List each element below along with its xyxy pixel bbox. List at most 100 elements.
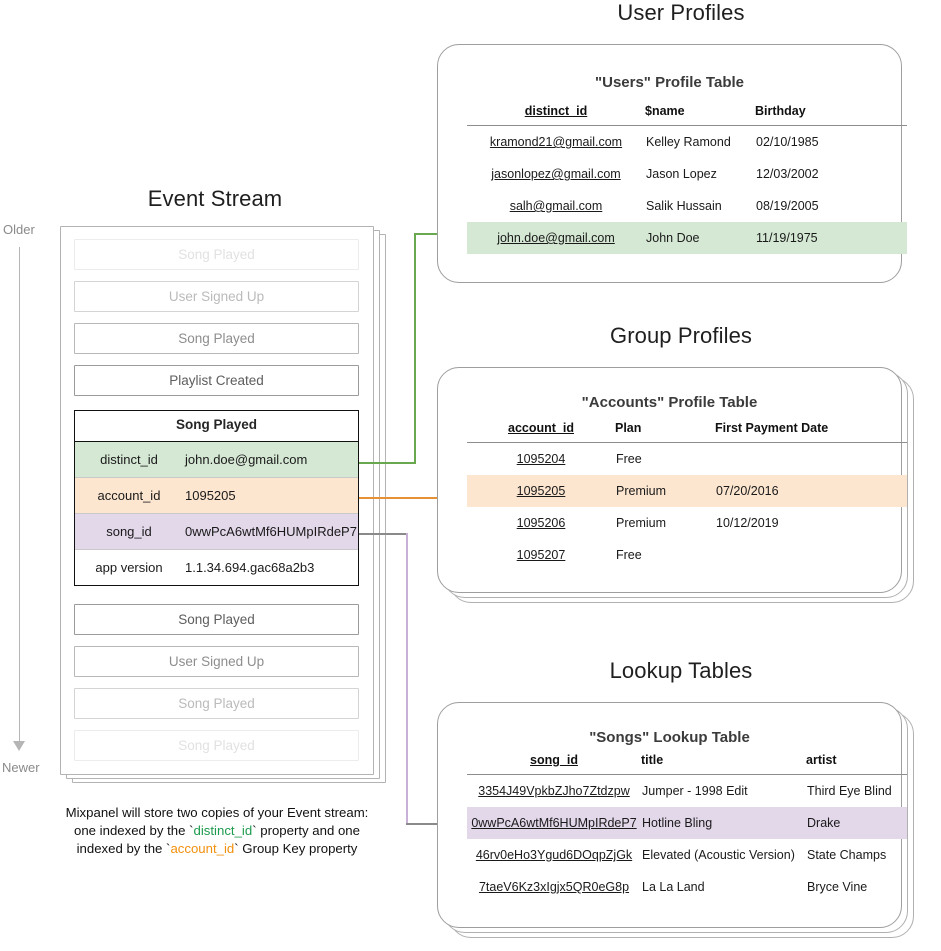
songs-table-title: "Songs" Lookup Table bbox=[589, 729, 750, 746]
cell-artist: Third Eye Blind bbox=[807, 784, 892, 798]
expanded-event-card[interactable]: Song Played distinct_id john.doe@gmail.c… bbox=[74, 410, 359, 586]
table-row[interactable]: salh@gmail.com Salik Hussain 08/19/2005 bbox=[467, 190, 907, 222]
event-property-account-id: account_id 1095205 bbox=[75, 478, 358, 514]
list-item[interactable]: Song Played bbox=[74, 323, 359, 354]
property-key: song_id bbox=[106, 524, 152, 539]
table-header-row: account_id Plan First Payment Date bbox=[467, 421, 907, 443]
caption-line-2b: ` property and one bbox=[252, 823, 360, 838]
cell-birthday: 08/19/2005 bbox=[756, 199, 819, 213]
caption-line-3b: ` Group Key property bbox=[234, 841, 358, 856]
caption-line-3a: indexed by the ` bbox=[76, 841, 171, 856]
cell-song-id: 46rv0eHo3Ygud6DOqpZjGk bbox=[475, 848, 633, 862]
list-item[interactable]: Song Played bbox=[74, 604, 359, 635]
cell-birthday: 12/03/2002 bbox=[756, 167, 819, 181]
list-item[interactable]: User Signed Up bbox=[74, 281, 359, 312]
table-header-row: distinct_id $name Birthday bbox=[467, 104, 907, 126]
table-row[interactable]: jasonlopez@gmail.com Jason Lopez 12/03/2… bbox=[467, 158, 907, 190]
event-property-distinct-id: distinct_id john.doe@gmail.com bbox=[75, 442, 358, 478]
property-key: distinct_id bbox=[100, 452, 158, 467]
cell-birthday: 02/10/1985 bbox=[756, 135, 819, 149]
table-row[interactable]: 46rv0eHo3Ygud6DOqpZjGk Elevated (Acousti… bbox=[467, 839, 907, 871]
table-row[interactable]: kramond21@gmail.com Kelley Ramond 02/10/… bbox=[467, 126, 907, 159]
cell-distinct-id: john.doe@gmail.com bbox=[467, 222, 645, 254]
list-item[interactable]: Song Played bbox=[74, 239, 359, 270]
user-profiles-title: User Profiles bbox=[617, 0, 745, 25]
table-row-highlighted[interactable]: john.doe@gmail.com John Doe 11/19/1975 bbox=[467, 222, 907, 254]
cell-plan: Premium bbox=[615, 475, 715, 507]
caption-line-1: Mixpanel will store two copies of your E… bbox=[65, 805, 369, 820]
cell-name: Salik Hussain bbox=[646, 199, 722, 213]
cell-first-payment-date: 07/20/2016 bbox=[715, 475, 907, 507]
connector-song-id-segment-h1 bbox=[359, 533, 407, 535]
axis-label-newer: Newer bbox=[2, 760, 40, 775]
cell-plan: Free bbox=[616, 548, 642, 562]
cell-account-id: 1095207 bbox=[516, 548, 566, 562]
table-row[interactable]: 1095207 Free bbox=[467, 539, 907, 571]
table-row[interactable]: 7taeV6Kz3xIgjx5QR0eG8p La La Land Bryce … bbox=[467, 871, 907, 903]
column-header-first-payment-date: First Payment Date bbox=[715, 421, 907, 443]
cell-first-payment-date bbox=[715, 443, 907, 476]
expanded-event-header: Song Played bbox=[75, 411, 358, 442]
event-property-app-version: app version 1.1.34.694.gac68a2b3 bbox=[75, 550, 358, 585]
cell-artist: Drake bbox=[806, 807, 907, 839]
time-axis-arrow-icon bbox=[13, 741, 25, 751]
connector-account-id-segment bbox=[359, 497, 454, 499]
caption-text: Mixpanel will store two copies of your E… bbox=[42, 804, 392, 858]
connector-song-id-segment-h2 bbox=[406, 823, 454, 825]
event-list-newer: Song Played User Signed Up Song Played S… bbox=[74, 604, 359, 772]
cell-plan: Premium bbox=[616, 516, 667, 530]
accounts-profile-table: account_id Plan First Payment Date 10952… bbox=[467, 421, 907, 571]
cell-artist: State Champs bbox=[807, 848, 887, 862]
caption-line-2a: one indexed by the ` bbox=[74, 823, 194, 838]
column-header-account-id: account_id bbox=[467, 421, 615, 443]
column-header-name: $name bbox=[645, 104, 755, 126]
cell-first-payment-date: 10/12/2019 bbox=[716, 516, 779, 530]
cell-title: Jumper - 1998 Edit bbox=[642, 784, 748, 798]
cell-song-id: 3354J49VpkbZJho7Ztdzpw bbox=[478, 784, 630, 798]
cell-name: Kelley Ramond bbox=[646, 135, 731, 149]
users-table-title: "Users" Profile Table bbox=[595, 74, 744, 91]
column-header-plan: Plan bbox=[615, 421, 715, 443]
list-item[interactable]: User Signed Up bbox=[74, 646, 359, 677]
list-item[interactable]: Song Played bbox=[74, 688, 359, 719]
column-header-title: title bbox=[641, 753, 806, 775]
caption-token-account-id: account_id bbox=[170, 841, 235, 856]
caption-token-distinct-id: distinct_id bbox=[193, 823, 253, 838]
list-item[interactable]: Playlist Created bbox=[74, 365, 359, 396]
table-row-highlighted[interactable]: 1095205 Premium 07/20/2016 bbox=[467, 475, 907, 507]
cell-first-payment-date bbox=[715, 539, 907, 571]
property-key: account_id bbox=[97, 488, 161, 503]
property-value: 1.1.34.694.gac68a2b3 bbox=[185, 560, 315, 575]
cell-name: John Doe bbox=[645, 222, 755, 254]
cell-distinct-id: jasonlopez@gmail.com bbox=[491, 167, 621, 181]
cell-song-id: 0wwPcA6wtMf6HUMpIRdeP7 bbox=[467, 807, 641, 839]
column-header-birthday: Birthday bbox=[755, 104, 907, 126]
group-profiles-title: Group Profiles bbox=[609, 323, 752, 348]
event-stream-title: Event Stream bbox=[147, 186, 283, 211]
cell-account-id: 1095206 bbox=[516, 516, 566, 530]
cell-distinct-id: kramond21@gmail.com bbox=[489, 135, 623, 149]
users-profile-table: distinct_id $name Birthday kramond21@gma… bbox=[467, 104, 907, 254]
cell-account-id: 1095204 bbox=[516, 452, 566, 466]
property-key: app version bbox=[95, 560, 163, 575]
cell-birthday: 11/19/1975 bbox=[755, 222, 907, 254]
table-header-row: song_id title artist bbox=[467, 753, 907, 775]
connector-distinct-id-segment-v bbox=[414, 234, 416, 464]
column-header-song-id: song_id bbox=[467, 753, 641, 775]
time-axis-line bbox=[19, 247, 20, 747]
cell-plan: Free bbox=[616, 452, 642, 466]
table-row[interactable]: 3354J49VpkbZJho7Ztdzpw Jumper - 1998 Edi… bbox=[467, 775, 907, 808]
event-list-older: Song Played User Signed Up Song Played P… bbox=[74, 239, 359, 407]
table-row[interactable]: 1095204 Free bbox=[467, 443, 907, 476]
axis-label-older: Older bbox=[3, 222, 35, 237]
table-row[interactable]: 1095206 Premium 10/12/2019 bbox=[467, 507, 907, 539]
cell-distinct-id: salh@gmail.com bbox=[509, 199, 603, 213]
cell-title: La La Land bbox=[642, 880, 705, 894]
cell-song-id: 7taeV6Kz3xIgjx5QR0eG8p bbox=[478, 880, 630, 894]
table-row-highlighted[interactable]: 0wwPcA6wtMf6HUMpIRdeP7 Hotline Bling Dra… bbox=[467, 807, 907, 839]
cell-name: Jason Lopez bbox=[646, 167, 717, 181]
list-item[interactable]: Song Played bbox=[74, 730, 359, 761]
songs-lookup-table: song_id title artist 3354J49VpkbZJho7Ztd… bbox=[467, 753, 907, 903]
column-header-artist: artist bbox=[806, 753, 907, 775]
